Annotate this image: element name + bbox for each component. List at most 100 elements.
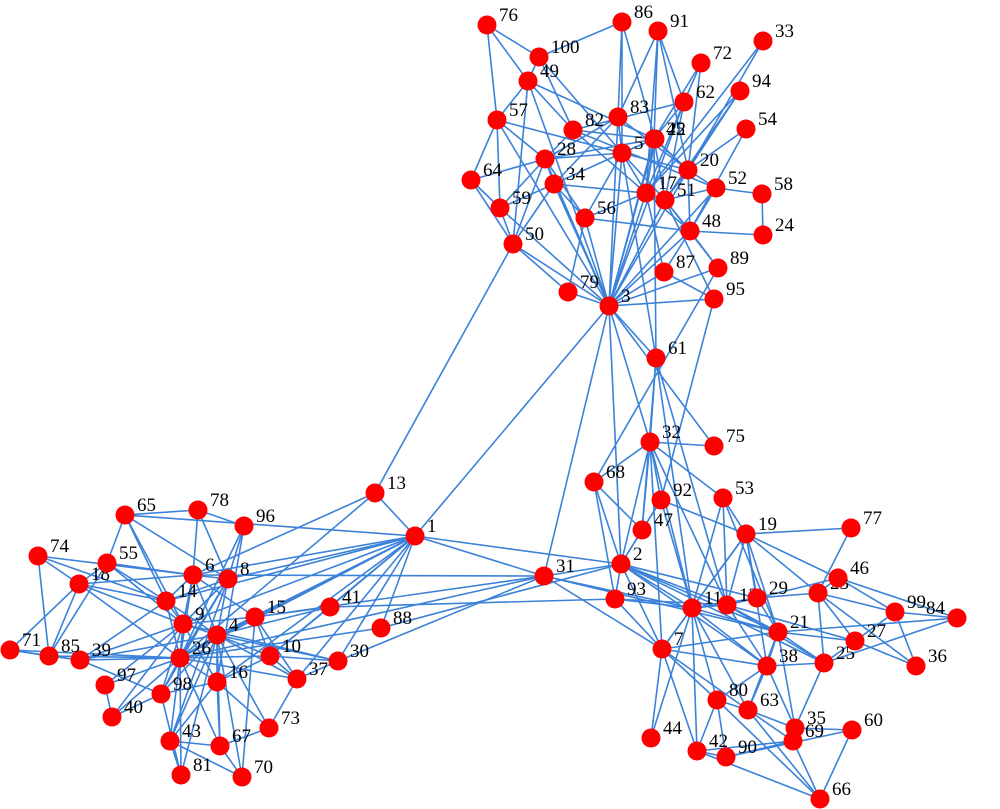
- node-dot-17: [636, 183, 656, 203]
- edge-3-31: [543, 305, 610, 577]
- node-dot-69: [783, 731, 803, 751]
- edge-7-38: [661, 648, 768, 667]
- node-label-97: 97: [117, 665, 136, 686]
- edge-15-37: [254, 616, 298, 680]
- node-84: 84: [926, 598, 967, 628]
- node-48: 48: [680, 211, 721, 241]
- edge-93-12: [614, 598, 728, 606]
- node-31: 31: [534, 556, 575, 586]
- edge-19-12: [726, 533, 747, 606]
- node-6: 6: [183, 555, 215, 585]
- node-78: 78: [188, 490, 229, 520]
- node-label-39: 39: [92, 640, 111, 661]
- node-dot-46: [828, 568, 848, 588]
- node-9: 9: [173, 604, 205, 634]
- edge-82-17: [572, 129, 647, 194]
- node-dot-2: [611, 554, 631, 574]
- edge-59-3: [499, 207, 610, 307]
- edge-62-51: [664, 101, 685, 201]
- node-label-89: 89: [730, 248, 749, 269]
- node-dot-64: [461, 170, 481, 190]
- node-label-21: 21: [790, 612, 809, 633]
- node-label-4: 4: [229, 615, 239, 636]
- edge-19-77: [745, 527, 852, 535]
- node-1: 1: [405, 516, 437, 546]
- edge-6-4: [192, 574, 218, 636]
- edge-88-26: [179, 627, 382, 659]
- node-label-5: 5: [634, 133, 644, 154]
- node-dot-53: [713, 488, 733, 508]
- node-dot-87: [654, 262, 674, 282]
- node-dot-77: [841, 518, 861, 538]
- edge-4-10: [216, 634, 271, 657]
- node-dot-94: [730, 81, 750, 101]
- node-label-65: 65: [137, 495, 156, 516]
- node-layer: 1234567891011121314151617181920212223242…: [0, 2, 967, 809]
- edge-65-9: [124, 514, 184, 625]
- edge-91-62: [657, 30, 685, 103]
- node-96: 96: [234, 506, 275, 536]
- node-dot-34: [544, 174, 564, 194]
- node-dot-1: [405, 526, 425, 546]
- node-68: 68: [584, 462, 625, 492]
- edge-65-8: [124, 514, 229, 580]
- edge-21-35: [777, 631, 796, 729]
- node-label-90: 90: [738, 737, 757, 758]
- node-dot-19: [736, 524, 756, 544]
- node-2: 2: [611, 544, 643, 574]
- node-dot-39: [70, 650, 90, 670]
- edge-16-98: [160, 681, 218, 695]
- edge-30-31: [337, 575, 545, 662]
- node-dot-54: [736, 119, 756, 139]
- node-21: 21: [768, 612, 809, 642]
- edge-1-65: [124, 514, 416, 537]
- node-45: 45: [644, 119, 685, 149]
- edge-3-1: [414, 305, 610, 537]
- node-dot-15: [245, 607, 265, 627]
- node-dot-38: [757, 656, 777, 676]
- node-86: 86: [612, 2, 653, 32]
- edge-21-84: [777, 617, 958, 633]
- node-label-62: 62: [696, 82, 715, 103]
- node-label-66: 66: [832, 779, 851, 800]
- node-label-53: 53: [735, 478, 754, 499]
- node-42: 42: [687, 731, 728, 761]
- node-dot-56: [575, 208, 595, 228]
- edge-89-3: [608, 267, 719, 307]
- edge-4-41: [216, 606, 331, 636]
- node-dot-4: [207, 625, 227, 645]
- node-dot-100: [529, 47, 549, 67]
- edge-86-22: [621, 21, 656, 140]
- edge-93-11: [614, 598, 693, 609]
- node-label-7: 7: [674, 629, 684, 650]
- node-dot-73: [259, 718, 279, 738]
- node-label-42: 42: [709, 731, 728, 752]
- node-dot-47: [632, 520, 652, 540]
- edge-34-17: [553, 183, 647, 194]
- node-label-80: 80: [729, 680, 748, 701]
- node-label-13: 13: [387, 473, 406, 494]
- node-dot-96: [234, 516, 254, 536]
- edge-28-59: [499, 158, 546, 209]
- node-label-91: 91: [670, 11, 689, 32]
- node-99: 99: [885, 592, 926, 622]
- node-label-78: 78: [210, 490, 229, 511]
- node-52: 52: [706, 168, 747, 198]
- edge-38-35: [766, 665, 796, 729]
- edge-4-37: [216, 634, 298, 680]
- node-dot-21: [768, 622, 788, 642]
- node-dot-3: [599, 296, 619, 316]
- node-label-35: 35: [807, 708, 826, 729]
- edge-19-21: [745, 533, 779, 633]
- edge-20-48: [687, 169, 691, 232]
- node-87: 87: [654, 252, 695, 282]
- node-label-75: 75: [726, 426, 745, 447]
- node-label-64: 64: [483, 160, 503, 181]
- edge-24-48: [689, 230, 764, 236]
- node-72: 72: [691, 43, 732, 73]
- edge-16-43: [169, 681, 218, 742]
- edge-56-48: [584, 217, 691, 232]
- node-dot-65: [115, 505, 135, 525]
- node-70: 70: [232, 757, 273, 787]
- edge-50-79: [512, 243, 569, 293]
